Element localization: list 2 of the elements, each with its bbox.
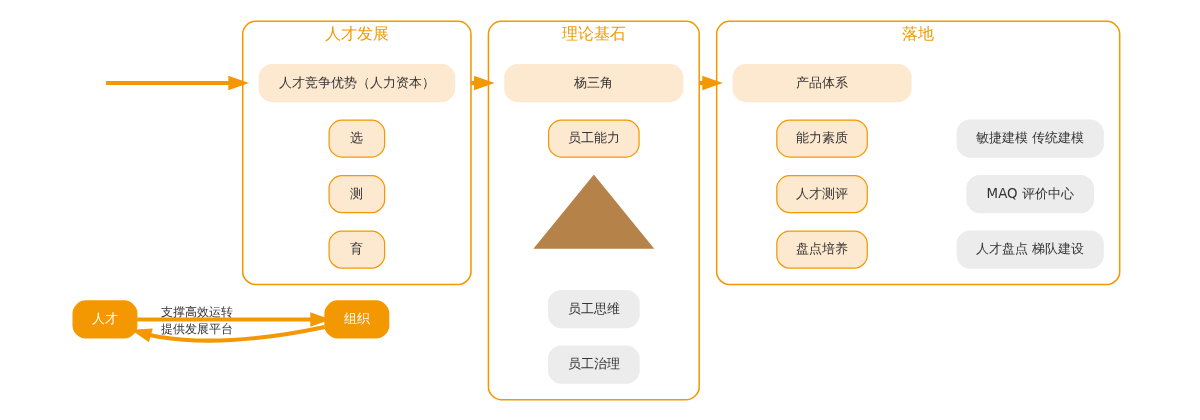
edge-label: 支撑高效运转 <box>160 304 233 319</box>
edge-label: 提供发展平台 <box>160 321 233 336</box>
